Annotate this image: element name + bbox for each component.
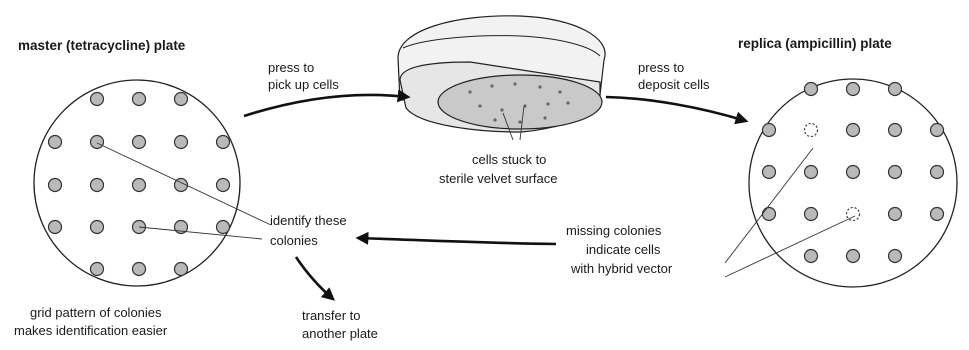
replica-colonies bbox=[763, 83, 944, 263]
replica-colony bbox=[931, 124, 944, 137]
master-colony bbox=[133, 93, 146, 106]
velvet-cell-dot bbox=[546, 102, 549, 105]
press-pick-up-label-line1: press to bbox=[268, 60, 314, 75]
replica-missing-colony bbox=[805, 124, 818, 137]
velvet-cell-dot bbox=[566, 101, 569, 104]
velvet-cell-dot bbox=[513, 82, 516, 85]
master-colony bbox=[49, 136, 62, 149]
missing-pointer-lower bbox=[725, 216, 855, 277]
master-colony bbox=[175, 263, 188, 276]
replica-colony bbox=[889, 166, 902, 179]
velvet-cell-dot bbox=[500, 108, 503, 111]
replica-missing-colony bbox=[847, 208, 860, 221]
transfer-label-line1: transfer to bbox=[302, 308, 361, 323]
deposit-arrow bbox=[606, 97, 746, 121]
cells-stuck-label-line2: sterile velvet surface bbox=[439, 171, 558, 186]
master-colony bbox=[175, 93, 188, 106]
missing-colonies-label-line3: with hybrid vector bbox=[570, 261, 673, 276]
identify-pointer-lower bbox=[139, 227, 262, 239]
identify-label-line1: identify these bbox=[270, 213, 347, 228]
velvet-cell-dot bbox=[543, 116, 546, 119]
master-colony bbox=[49, 179, 62, 192]
master-plate bbox=[34, 80, 271, 286]
replica-colony bbox=[847, 83, 860, 96]
master-colony bbox=[91, 221, 104, 234]
transfer-label-line2: another plate bbox=[302, 326, 378, 341]
master-colony bbox=[91, 136, 104, 149]
master-colony bbox=[217, 221, 230, 234]
velvet-cell-dot bbox=[538, 85, 541, 88]
replica-colony bbox=[889, 208, 902, 221]
master-plate-title: master (tetracycline) plate bbox=[18, 38, 186, 53]
master-colony bbox=[175, 136, 188, 149]
master-colony bbox=[133, 263, 146, 276]
master-colony bbox=[217, 179, 230, 192]
replica-colony bbox=[889, 83, 902, 96]
replica-colony bbox=[847, 166, 860, 179]
replica-colony bbox=[763, 208, 776, 221]
identify-label-line2: colonies bbox=[270, 233, 318, 248]
velvet-cell-dot bbox=[558, 90, 561, 93]
replica-colony bbox=[805, 83, 818, 96]
replica-colony bbox=[931, 208, 944, 221]
replica-plate-title: replica (ampicillin) plate bbox=[738, 36, 892, 51]
master-colony bbox=[91, 263, 104, 276]
replica-colony bbox=[805, 250, 818, 263]
press-pick-up-label-line2: pick up cells bbox=[268, 77, 339, 92]
cells-stuck-label-line1: cells stuck to bbox=[472, 152, 546, 167]
replica-colony bbox=[889, 124, 902, 137]
master-colony bbox=[49, 221, 62, 234]
master-colony bbox=[91, 93, 104, 106]
replica-colony bbox=[889, 250, 902, 263]
velvet-cell-dot bbox=[490, 84, 493, 87]
master-colony bbox=[133, 179, 146, 192]
transfer-arrow bbox=[296, 257, 333, 299]
grid-note-line1: grid pattern of colonies bbox=[30, 305, 162, 320]
master-colonies bbox=[49, 93, 230, 276]
missing-colonies-label-line1: missing colonies bbox=[566, 223, 662, 238]
grid-note-line2: makes identification easier bbox=[14, 323, 168, 338]
velvet-block-icon bbox=[398, 16, 605, 140]
replica-colony bbox=[805, 208, 818, 221]
missing-colonies-label-line2: indicate cells bbox=[586, 242, 661, 257]
replica-colony bbox=[847, 250, 860, 263]
replica-colony bbox=[847, 124, 860, 137]
master-colony bbox=[91, 179, 104, 192]
replica-colony bbox=[931, 166, 944, 179]
velvet-cell-dot bbox=[468, 90, 471, 93]
press-deposit-label-line2: deposit cells bbox=[638, 77, 710, 92]
velvet-cell-dot bbox=[493, 118, 496, 121]
velvet-cell-dot bbox=[478, 104, 481, 107]
master-colony bbox=[133, 136, 146, 149]
master-colony bbox=[217, 136, 230, 149]
identify-arrow bbox=[358, 238, 556, 244]
press-deposit-label-line1: press to bbox=[638, 60, 684, 75]
replica-colony bbox=[805, 166, 818, 179]
replica-plate bbox=[725, 79, 957, 287]
identify-pointer-upper bbox=[97, 143, 271, 225]
replica-colony bbox=[763, 166, 776, 179]
pick-up-arrow bbox=[244, 95, 408, 116]
velvet-cell-dot bbox=[518, 120, 521, 123]
replica-colony bbox=[763, 124, 776, 137]
